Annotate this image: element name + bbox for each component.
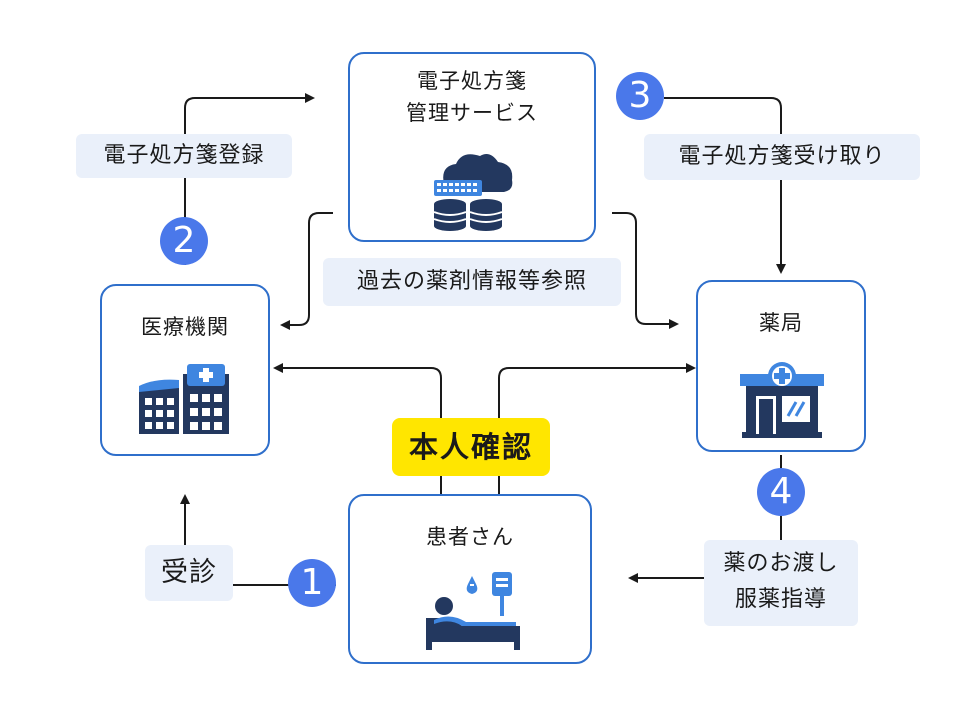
arrow-receive [664, 97, 786, 274]
label-history: 過去の薬剤情報等参照 [323, 258, 621, 306]
identity-verification-label: 本人確認 [392, 418, 550, 476]
label-consult: 受診 [145, 545, 233, 601]
label-register: 電子処方箋登録 [76, 134, 292, 178]
arrow-history-to-pharmacy [612, 212, 679, 329]
service-title-line1: 電子処方箋 [417, 69, 527, 93]
service-node: 電子処方箋 管理サービス [348, 52, 596, 242]
label-receive: 電子処方箋受け取り [644, 134, 920, 180]
cloud-database-icon [433, 154, 513, 231]
arrow-verify-to-pharmacy [498, 363, 696, 418]
hospital-building-icon [139, 364, 229, 434]
label-deliver: 薬のお渡し 服薬指導 [704, 540, 858, 626]
pharmacy-node: 薬局 [696, 280, 866, 452]
patient-node: 患者さん [348, 494, 592, 664]
service-title-line2: 管理サービス [406, 101, 538, 125]
step-badge-4: 4 [757, 468, 805, 516]
step-badge-2: 2 [160, 217, 208, 265]
arrow-register [184, 93, 315, 265]
label-deliver-line2: 服薬指導 [734, 587, 827, 612]
patient-bed-icon [426, 572, 520, 650]
patient-title: 患者さん [426, 525, 514, 549]
pharmacy-store-icon [740, 362, 824, 438]
pharmacy-title: 薬局 [759, 311, 803, 335]
arrow-verify-to-hospital [273, 363, 442, 418]
step-badge-3: 3 [616, 72, 664, 120]
hospital-title: 医療機関 [141, 315, 229, 339]
label-deliver-line1: 薬のお渡し [723, 551, 839, 576]
hospital-node: 医療機関 [100, 284, 270, 456]
arrow-history-to-hospital [280, 212, 333, 330]
step-badge-1: 1 [288, 559, 336, 607]
